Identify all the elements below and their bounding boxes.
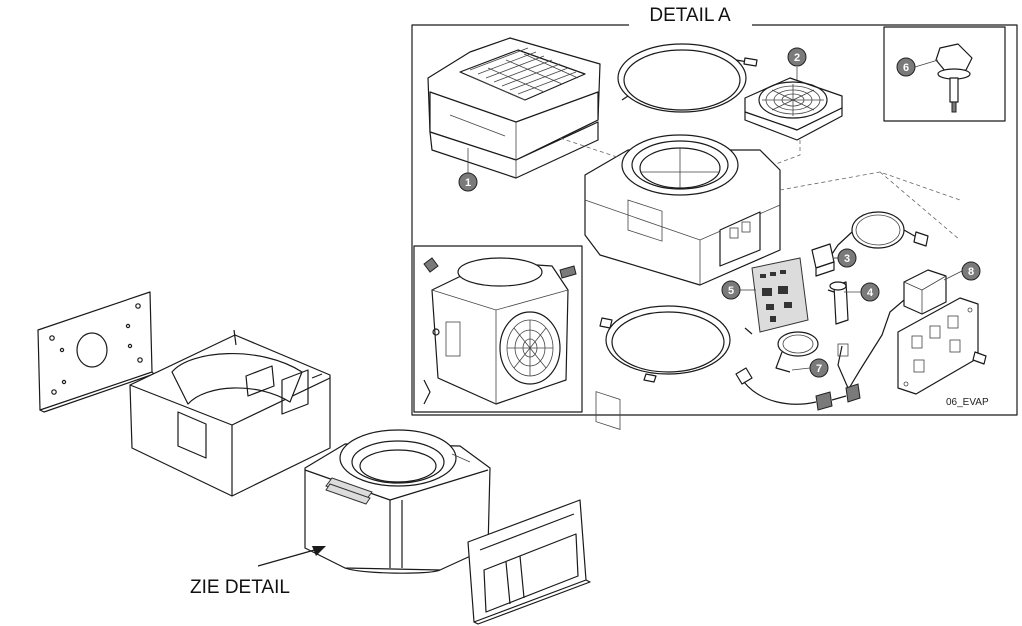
part-6-knob bbox=[935, 43, 973, 113]
assembled-unit-view bbox=[423, 257, 577, 405]
svg-text:4: 4 bbox=[867, 287, 874, 299]
part-8-module bbox=[847, 269, 947, 391]
svg-text:6: 6 bbox=[903, 62, 909, 74]
callout-8: 8 bbox=[961, 261, 981, 281]
mounting-plate-right bbox=[897, 297, 987, 395]
mounting-bracket bbox=[129, 329, 331, 497]
evaporator-housing bbox=[559, 134, 961, 430]
svg-text:3: 3 bbox=[844, 253, 850, 265]
callout-2: 2 bbox=[787, 47, 807, 67]
front-cover-panel bbox=[467, 499, 591, 625]
part-5-control-board bbox=[744, 257, 809, 335]
callout-1: 1 bbox=[458, 172, 478, 192]
zie-evaporator-unit bbox=[304, 429, 491, 574]
detail-a-title: DETAIL A bbox=[649, 5, 731, 26]
callout-7: 7 bbox=[809, 358, 829, 378]
callout-4: 4 bbox=[860, 282, 880, 302]
part-1-filter-box bbox=[427, 37, 601, 179]
bottom-mounting-ring bbox=[599, 305, 731, 383]
callout-5: 5 bbox=[721, 280, 741, 300]
callout-3: 3 bbox=[837, 248, 857, 268]
svg-text:2: 2 bbox=[794, 52, 800, 64]
inset-assembled-view bbox=[413, 245, 583, 413]
part-7-probe bbox=[775, 331, 819, 373]
inset-part-6 bbox=[883, 26, 1006, 122]
svg-text:1: 1 bbox=[465, 177, 471, 189]
drawing-code: 06_EVAP bbox=[946, 397, 989, 408]
callout-6: 6 bbox=[896, 57, 916, 77]
zie-detail-label: ZIE DETAIL bbox=[190, 577, 290, 598]
part-4-valve bbox=[827, 281, 849, 325]
zie-detail-pointer bbox=[257, 546, 326, 567]
part-3-switch bbox=[811, 243, 842, 277]
svg-text:5: 5 bbox=[728, 285, 734, 297]
detail-a-panel: DETAIL A bbox=[411, 5, 1018, 416]
power-cable bbox=[735, 343, 861, 411]
back-mounting-plate bbox=[37, 291, 155, 413]
svg-text:7: 7 bbox=[816, 363, 822, 375]
top-mounting-ring bbox=[617, 43, 758, 113]
part-2-fan-assembly bbox=[744, 77, 843, 169]
svg-text:8: 8 bbox=[968, 266, 974, 278]
